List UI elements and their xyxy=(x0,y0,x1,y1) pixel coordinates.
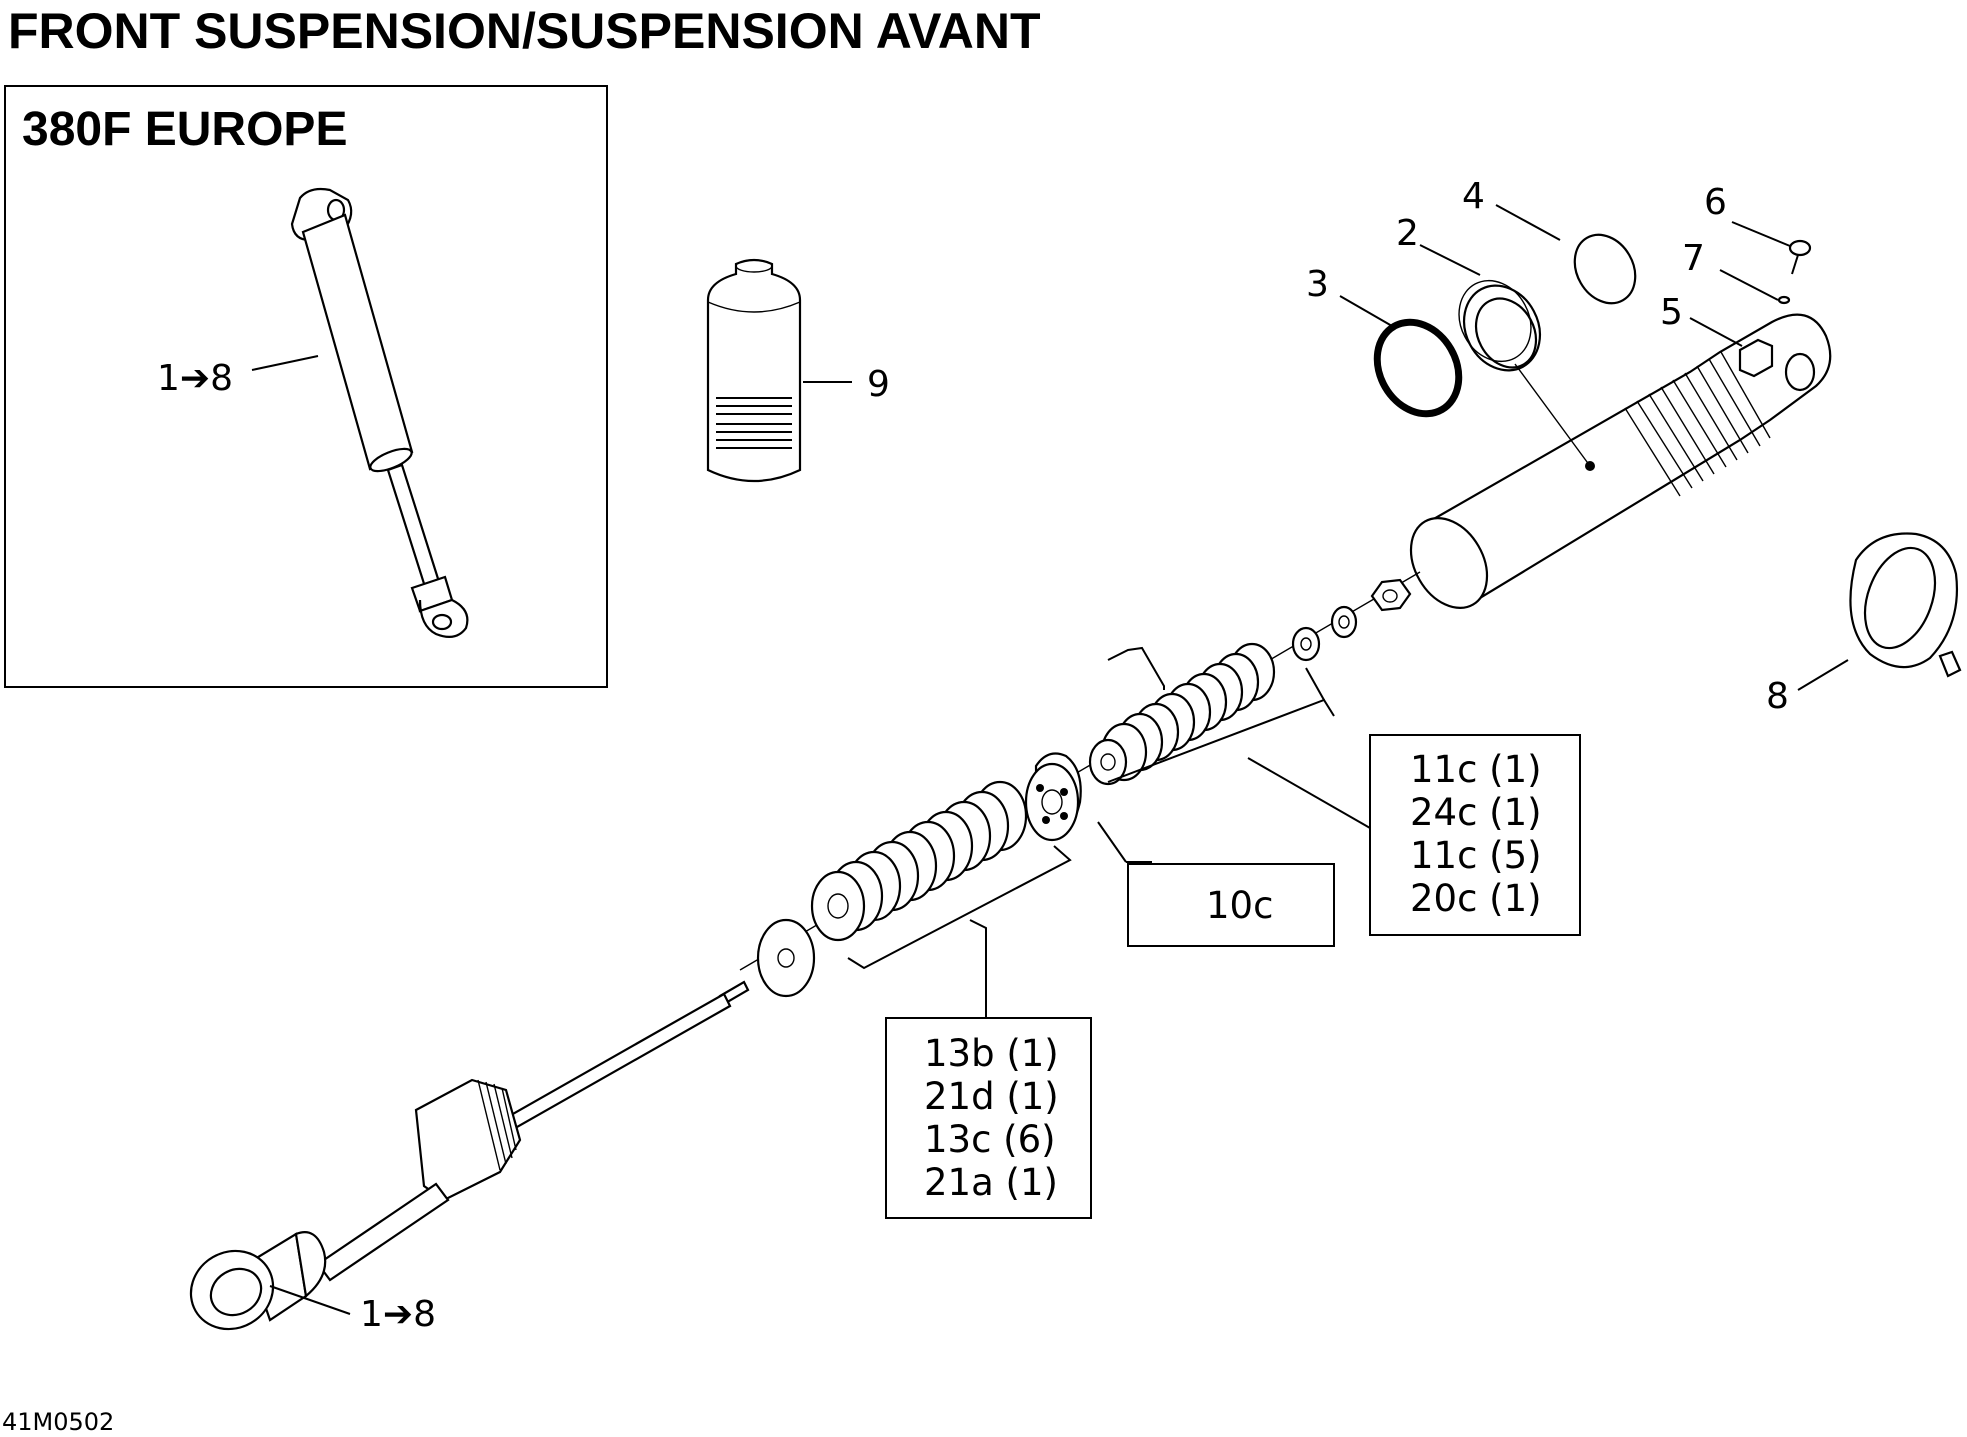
box-13b-line-2: 21d (1) xyxy=(924,1075,1059,1118)
callout-1to8: 1➔8 xyxy=(360,1294,436,1335)
oil-bottle xyxy=(706,258,802,483)
inset-leader xyxy=(251,355,319,371)
leader-box-11c xyxy=(1247,757,1371,829)
box-13b-line-4: 21a (1) xyxy=(924,1161,1058,1204)
box-11c-line-4: 20c (1) xyxy=(1410,877,1542,920)
shock-body xyxy=(1409,313,1832,610)
leader-box-13b xyxy=(969,919,987,1018)
piston xyxy=(1024,752,1082,842)
ring-nut xyxy=(1849,532,1962,678)
inset-callout: 1➔8 xyxy=(157,358,233,399)
bushing xyxy=(1458,279,1542,372)
box-13b xyxy=(885,1017,1092,1219)
leader-4 xyxy=(1495,204,1561,241)
shim-stack-lower xyxy=(810,780,1028,942)
box-11c-line-3: 11c (5) xyxy=(1410,834,1542,877)
box-11c-line-1: 11c (1) xyxy=(1410,748,1542,791)
callout-4: 4 xyxy=(1462,176,1485,217)
box-10c xyxy=(1127,863,1335,947)
inset-shock-absorber xyxy=(290,187,469,639)
callout-7: 7 xyxy=(1682,238,1705,279)
callout-8: 8 xyxy=(1766,676,1789,717)
callout-2: 2 xyxy=(1396,213,1419,254)
leader-8 xyxy=(1797,659,1849,691)
leader-5 xyxy=(1689,317,1743,347)
leader-box-10c xyxy=(1097,821,1127,863)
leader-1to8 xyxy=(269,1285,351,1315)
leader-7 xyxy=(1719,269,1779,301)
o-ring xyxy=(1373,318,1463,418)
washer-small xyxy=(1777,295,1791,305)
callout-6: 6 xyxy=(1704,182,1727,223)
washer-pair xyxy=(1291,605,1358,662)
inset-title: 380F EUROPE xyxy=(22,103,347,156)
shim-stack-upper xyxy=(1088,642,1276,786)
nut xyxy=(1370,578,1412,612)
box-13b-line-3: 13c (6) xyxy=(924,1118,1056,1161)
bracket-upper xyxy=(1107,646,1165,690)
assembly-line xyxy=(1514,363,1591,467)
leader-6 xyxy=(1731,221,1791,247)
screw xyxy=(1788,239,1812,275)
shaft-assembly xyxy=(189,980,750,1331)
inset-panel: 380F EUROPE 1➔8 xyxy=(4,85,608,688)
bracket-lower xyxy=(847,845,1072,970)
leader-2 xyxy=(1419,244,1481,276)
page-title: FRONT SUSPENSION/SUSPENSION AVANT xyxy=(8,3,1041,59)
box-11c-line-2: 24c (1) xyxy=(1410,791,1542,834)
disk xyxy=(1573,233,1637,305)
figure-reference: 41M0502 xyxy=(2,1408,114,1436)
large-washer xyxy=(756,918,816,998)
box-13b-line-1: 13b (1) xyxy=(924,1032,1059,1075)
box-10c-line-1: 10c xyxy=(1206,884,1273,927)
box-11c xyxy=(1369,734,1581,936)
leader-3 xyxy=(1339,295,1393,327)
callout-9: 9 xyxy=(867,364,890,405)
callout-5: 5 xyxy=(1660,292,1683,333)
callout-3: 3 xyxy=(1306,264,1329,305)
